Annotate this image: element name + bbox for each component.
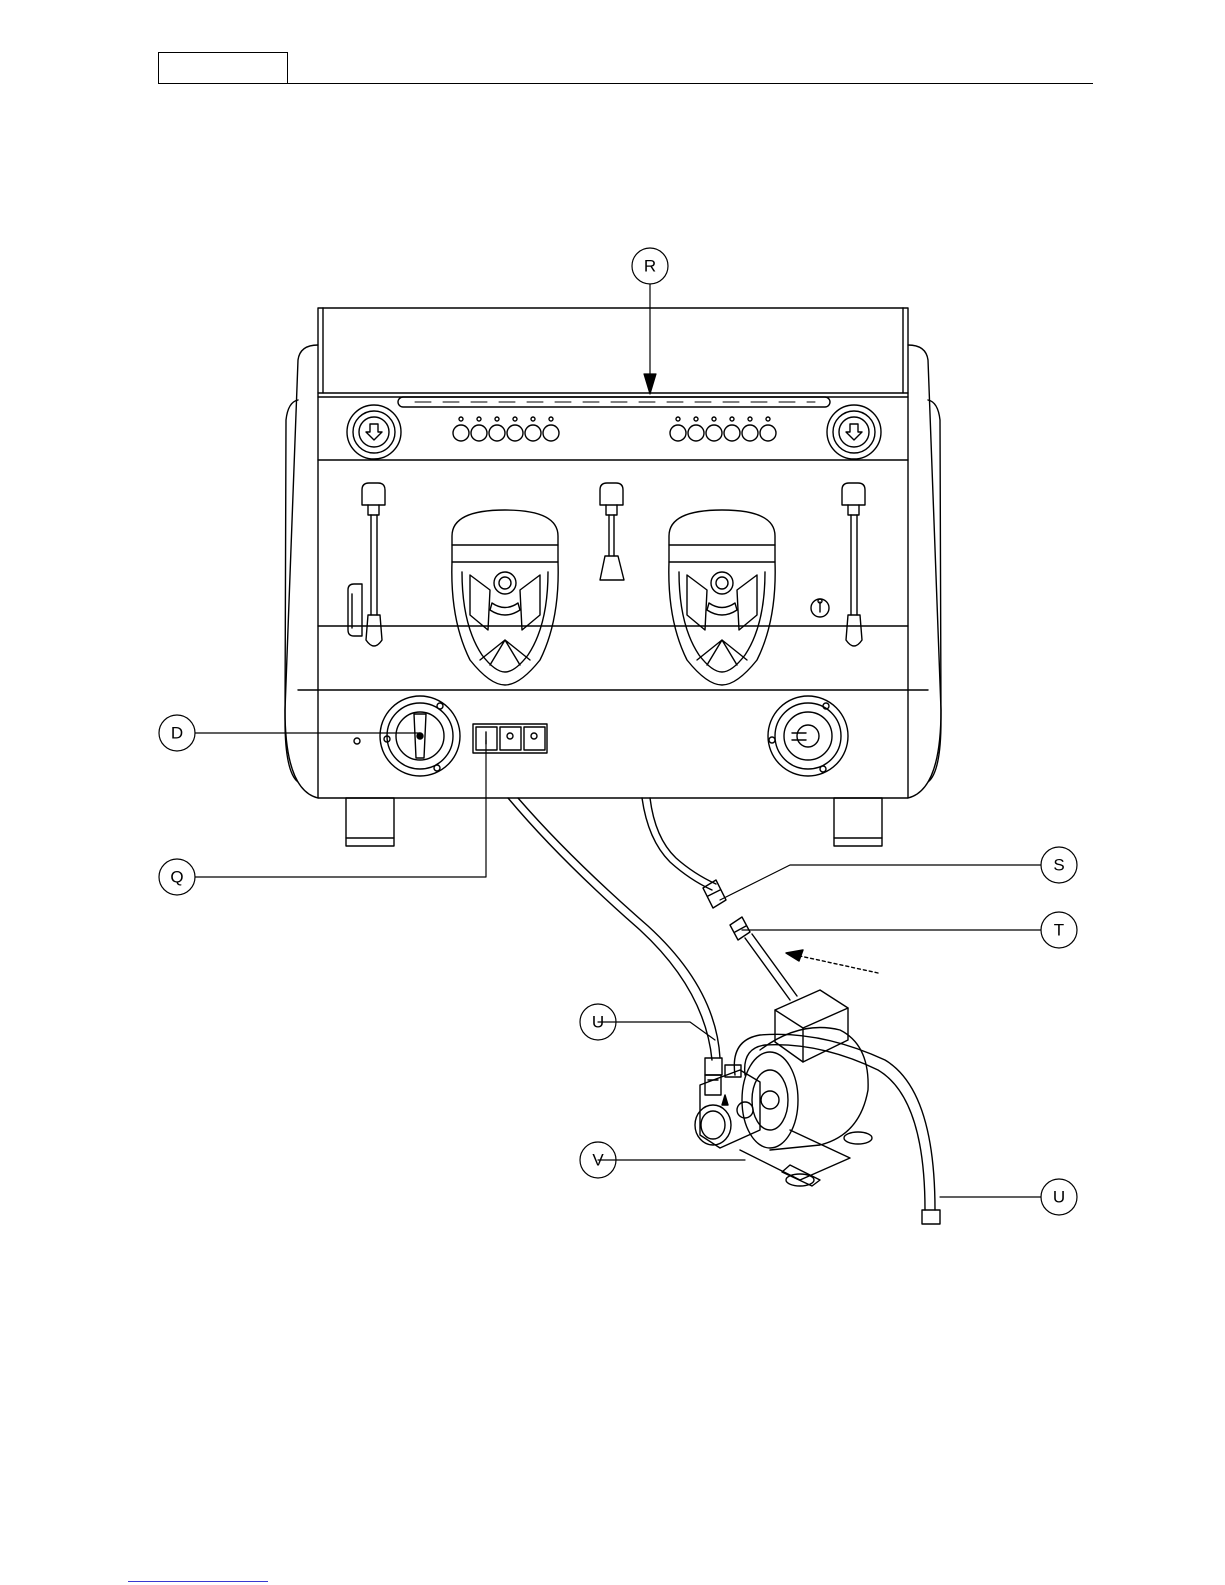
callout-label-u-bottom: U	[1053, 1188, 1065, 1207]
callout-label-s: S	[1053, 856, 1064, 875]
callout-u-bottom: U	[1041, 1179, 1077, 1215]
callout-t: T	[1041, 912, 1077, 948]
callout-label-r: R	[644, 257, 656, 276]
pump-assembly	[695, 990, 940, 1224]
cup-warmer-groove	[398, 397, 830, 407]
cup-rail	[318, 308, 908, 397]
callout-q: Q	[159, 859, 195, 895]
callout-d: D	[159, 715, 195, 751]
group-head-left	[452, 510, 558, 685]
steam-wand-left	[348, 483, 385, 646]
pressure-gauge	[768, 696, 848, 776]
keypad-left	[453, 417, 559, 441]
steam-wand-right	[842, 483, 865, 646]
rocker-switches-q	[473, 724, 547, 753]
callout-label-d: D	[171, 724, 183, 743]
callout-label-t: T	[1054, 921, 1064, 940]
leader-lines	[195, 284, 1041, 1197]
callout-label-v: V	[592, 1151, 604, 1170]
rotary-switch-d	[354, 696, 460, 776]
callout-label-u-top: U	[592, 1013, 604, 1032]
hot-water-spout	[600, 483, 624, 580]
cables	[508, 798, 878, 1060]
machine-feet	[346, 798, 882, 846]
espresso-machine	[285, 308, 941, 846]
footer-link-underline	[128, 1581, 268, 1582]
steam-knob-right	[827, 405, 881, 459]
group-head-right	[669, 510, 775, 685]
steam-knob-left	[347, 405, 401, 459]
callout-s: S	[1041, 847, 1077, 883]
pressure-indicator	[811, 599, 829, 617]
machine-body	[298, 397, 928, 798]
keypad-right	[670, 417, 776, 441]
callout-r: R	[632, 248, 668, 284]
callout-label-q: Q	[170, 868, 183, 887]
